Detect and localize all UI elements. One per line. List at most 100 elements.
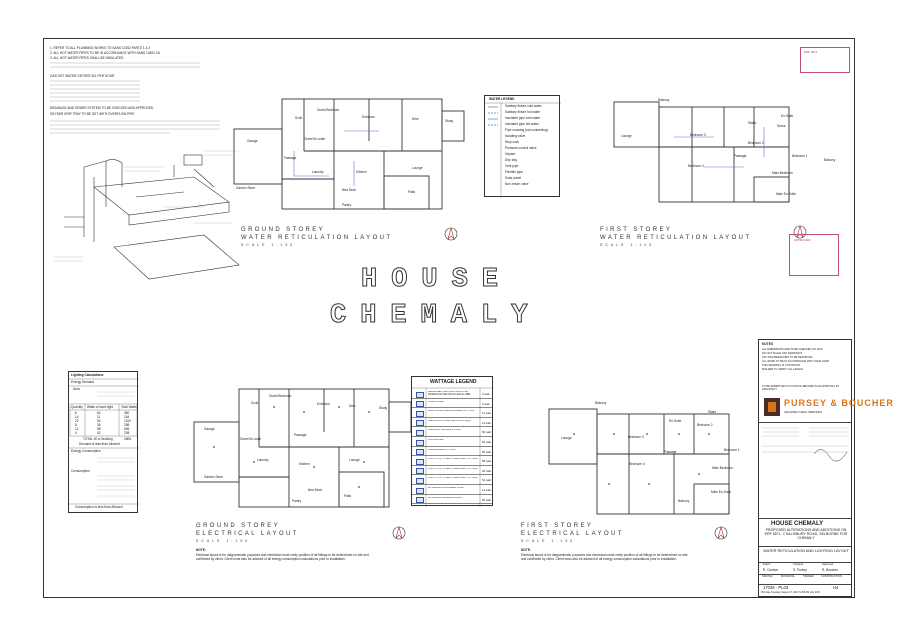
notes-block: 1. REFER TO ALL PLUMBING WORKS TO SANS 1… <box>50 46 225 147</box>
room-label: En-Suite <box>781 114 794 118</box>
plan-scale: SCALE 1:100 <box>600 243 655 247</box>
table-cell: 22 <box>75 419 79 423</box>
wattage-value: 60 watt <box>482 430 492 435</box>
room-label: Garden Store <box>236 186 256 190</box>
room-label: Study <box>379 406 388 410</box>
table-cell: 36 <box>97 423 101 427</box>
table-cell: 4 <box>75 431 77 435</box>
total-value: 2806 <box>124 437 132 441</box>
col-header: Watts of each light <box>87 405 114 409</box>
drawn-label: Drawn <box>763 563 771 566</box>
room-label: Passage <box>294 433 307 437</box>
north-arrow-icon <box>714 525 728 540</box>
legend-item: Drip tray <box>505 158 518 162</box>
room-label: Nea Deck <box>342 188 356 192</box>
legend-item: Isolating valve <box>505 134 526 138</box>
room-label: Main En-Suite <box>711 490 732 494</box>
approved-label: Approved <box>822 563 834 566</box>
light-fitting-icon <box>416 439 424 446</box>
room-label: Balcony <box>678 499 690 503</box>
wattage-row: PENDANT HANGING LIGHT 60 watt <box>412 427 492 437</box>
wattage-value: 50 watt <box>482 440 492 444</box>
note-line: GEYSER DRIP TRAY TO BE SET WITH OVERFLOW… <box>50 112 135 116</box>
light-fitting-icon <box>416 497 424 504</box>
legend-symbols <box>485 102 561 198</box>
wattage-label: DOWN LIGHT <box>428 400 445 403</box>
room-label: Lounge <box>621 134 632 138</box>
notes-heading: NOTES <box>762 342 773 346</box>
wattage-row: CEILING FIXTURE (with 15mm light)11 watt <box>412 418 492 428</box>
wattage-label: 2,58 X 1 55 T5 LED TUBE LIGHT FITTING <box>428 458 478 461</box>
room-label: Lounge <box>412 166 423 170</box>
room-label: En-Suite <box>669 419 682 423</box>
plan-title: GROUND STOREY <box>196 523 281 529</box>
checked-label: Checked <box>793 563 804 566</box>
room-label: Bedroom 1 <box>724 448 740 452</box>
approved-by: R. Boucher <box>822 568 838 572</box>
room-label: Balcony <box>658 98 670 102</box>
calc-title: Lighting Calculations <box>71 373 104 377</box>
room-label: Passage <box>284 156 297 160</box>
plan-subtitle: WATER RETICULATION LAYOUT <box>241 235 393 241</box>
plan-note: Electrical layout is for diagrammatic pu… <box>521 553 688 561</box>
checked-by: S. Purkey <box>793 568 807 572</box>
lighting-calculations: Lighting Calculations Energy Demand Area… <box>68 371 139 513</box>
light-fitting-icon <box>416 477 424 484</box>
plan-scale: SCALE 1:100 <box>241 243 296 247</box>
light-fitting-icon <box>416 410 424 417</box>
drawn-by: R. Coetzer <box>763 568 779 572</box>
legend-title: WATTAGE LEGEND <box>430 379 477 385</box>
light-fitting-icon <box>416 391 424 398</box>
table-cell: 288 <box>124 423 130 427</box>
wattage-label: PENDANT HANGING LIGHT <box>428 429 462 432</box>
room-label: Entrance <box>362 115 375 119</box>
note-line: GAS HOT WATER GEYSER 30L PER HOUR <box>50 74 115 78</box>
tb-note: ANY DISCREPANCIES TO BE REPORTED <box>762 356 813 359</box>
stamp-text: APPROVED <box>794 238 811 242</box>
wattage-value: 58 watt <box>482 459 492 464</box>
north-arrow-icon <box>392 525 406 540</box>
wattage-grid <box>412 387 494 507</box>
wattage-value: 5 watt <box>482 401 490 406</box>
legend-item: Solar panel <box>505 176 522 180</box>
light-fitting-icon <box>416 449 424 456</box>
table-cell: 8 <box>75 423 77 427</box>
plan-scale: SCALE 1:100 <box>521 539 576 543</box>
plan-title: GROUND STOREY <box>241 227 326 233</box>
main-title-line1: HOUSE <box>360 265 513 295</box>
note-label: NOTE: <box>196 548 206 552</box>
stage-label: TENDER <box>803 575 814 578</box>
tb-note: THIS DRAWING IS COPYRIGHT <box>762 364 801 367</box>
room-label: Scull. <box>251 401 259 405</box>
tb-note: DO NOT SCALE OFF DRAWINGS <box>762 352 803 355</box>
legend-item: Flexible pipe <box>505 170 523 174</box>
light-fitting-icon <box>416 401 424 408</box>
drawing-sheet: 1. REFER TO ALL PLUMBING WORKS TO SANS 1… <box>43 38 893 598</box>
plan-subtitle: ELECTRICAL LAYOUT <box>196 531 299 537</box>
room-label: Stairs <box>748 121 757 125</box>
plan-title: FIRST STOREY <box>521 523 594 529</box>
calc-heading: Energy Demand <box>71 380 95 384</box>
note-line: 1. REFER TO ALL PLUMBING WORKS TO SANS 1… <box>50 46 151 50</box>
table-cell: 14 <box>75 415 79 419</box>
note-line: DRAINAGE AND SEWER SYSTEM TO BE CHECKED … <box>50 106 154 110</box>
wattage-legend: WATTAGE LEGEND RECESSED GROUND MOUNTED D… <box>411 376 494 507</box>
room-label: Patio <box>344 494 352 498</box>
project-desc: PROPOSED ALTERATIONS AND ADDITIONS ON ER… <box>764 528 848 541</box>
stage-label: CONSTRUCTION <box>821 575 842 578</box>
wattage-value: 36 watt <box>482 468 492 473</box>
wattage-row: RECESSED GROUND MOUNTED DOWNLIGHTER WITH… <box>412 389 492 399</box>
wattage-value: 5 watt <box>482 392 490 396</box>
legend-item: Geyser <box>505 152 516 156</box>
room-label: Dine <box>349 404 356 408</box>
room-label: Main En-Suite <box>776 192 797 196</box>
room-label: Entrance <box>317 402 330 406</box>
room-label: Garage <box>247 139 258 143</box>
demand-note: Demand is less than Allowed <box>79 442 120 446</box>
north-arrow-icon <box>444 226 458 241</box>
stage-label: MUNICIPAL <box>781 575 795 578</box>
water-legend: WATER LEGEND Sanitary fixture cold water… <box>484 95 561 198</box>
